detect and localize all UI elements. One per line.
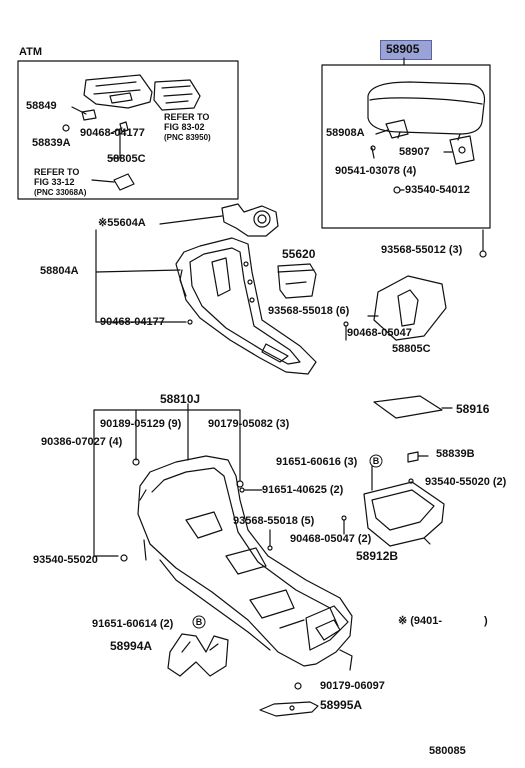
label-atm: ATM bbox=[19, 46, 43, 58]
upper-panel-58804a-drawing bbox=[175, 237, 317, 375]
storage-box-58912b-drawing bbox=[363, 481, 445, 547]
label-refer-fig-83-line3: (PNC 83950) bbox=[164, 133, 211, 142]
label-90179-06097: 90179-06097 bbox=[320, 680, 385, 692]
label-refer-fig-83-line1: REFER TO bbox=[164, 112, 210, 122]
clip-refer-33 bbox=[113, 173, 135, 191]
bracket-58994a-drawing bbox=[167, 633, 229, 677]
label-91651-40625: 91651-40625 (2) bbox=[262, 484, 344, 496]
label-58804a: 58804A bbox=[40, 265, 79, 277]
label-93568-55018-5: 93568-55018 (5) bbox=[233, 515, 315, 527]
plate-58995a bbox=[259, 701, 319, 717]
circle-b-marker-2 bbox=[192, 615, 206, 629]
label-58810j: 58810J bbox=[160, 392, 201, 406]
label-58849: 58849 bbox=[26, 100, 57, 112]
label-55620: 55620 bbox=[282, 247, 316, 261]
label-9401: ※ (9401- bbox=[398, 615, 443, 627]
label-90468-04177-b: 90468-04177 bbox=[100, 316, 165, 328]
lock-58907 bbox=[449, 135, 475, 165]
nut-93540-55020-a bbox=[408, 478, 414, 484]
part-90468-shape bbox=[119, 121, 129, 133]
part-58839a-shape bbox=[62, 124, 70, 132]
label-90468-05047-b: 90468-05047 (2) bbox=[290, 533, 372, 545]
shift-boot-drawing bbox=[373, 275, 447, 341]
switch-drawing bbox=[153, 79, 201, 111]
nut-90179-05082 bbox=[236, 480, 244, 488]
screw-90386 bbox=[132, 458, 140, 466]
label-58839a-a: 58839A bbox=[32, 137, 71, 149]
label-58994a: 58994A bbox=[110, 639, 153, 653]
label-58805c-b: 58805C bbox=[392, 343, 431, 355]
label-refer-fig-33-line1: REFER TO bbox=[34, 167, 80, 177]
screw-93568-55012 bbox=[479, 250, 487, 258]
label-9401-close: ) bbox=[484, 615, 488, 627]
circle-b-text-1: B bbox=[373, 456, 380, 466]
part-58849-shape bbox=[81, 109, 97, 121]
bracket-55604a-drawing bbox=[221, 203, 279, 237]
shift-plate-drawing bbox=[83, 74, 153, 109]
label-90179-05082: 90179-05082 (3) bbox=[208, 418, 290, 430]
label-93568-55012: 93568-55012 (3) bbox=[381, 244, 463, 256]
label-58839b: 58839B bbox=[436, 448, 475, 460]
label-55604a: ※55604A bbox=[98, 217, 146, 229]
label-refer-fig-33-line3: (PNC 33068A) bbox=[34, 188, 87, 197]
label-58916: 58916 bbox=[456, 402, 490, 416]
label-90468-05047-a: 90468-05047 bbox=[347, 327, 412, 339]
label-90189-05129: 90189-05129 (9) bbox=[100, 418, 182, 430]
hinge-58908a bbox=[385, 119, 409, 139]
label-91651-60614: 91651-60614 (2) bbox=[92, 618, 174, 630]
label-58905: 58905 bbox=[386, 42, 420, 56]
nut-93540-55020-b bbox=[120, 554, 128, 562]
label-58805c-a: 58805C bbox=[107, 153, 146, 165]
circle-b-text-2: B bbox=[196, 617, 203, 627]
ashtray-55620-drawing bbox=[277, 263, 317, 299]
part-highlight-box bbox=[380, 40, 432, 60]
label-93568-55018-6: 93568-55018 (6) bbox=[268, 305, 350, 317]
armrest-inset-frame bbox=[321, 64, 491, 229]
label-58912b: 58912B bbox=[356, 549, 399, 563]
label-93540-55020-b: 93540-55020 bbox=[33, 554, 98, 566]
label-90468-04177-a: 90468-04177 bbox=[80, 127, 145, 139]
circle-b-marker-1 bbox=[369, 454, 383, 468]
atm-inset-frame bbox=[17, 60, 239, 200]
label-90386-07027: 90386-07027 (4) bbox=[41, 436, 123, 448]
label-58907: 58907 bbox=[399, 146, 430, 158]
screw-93540-54012 bbox=[393, 186, 401, 194]
clip-58839b bbox=[407, 451, 419, 463]
label-refer-fig-33-line2: FIG 33-12 bbox=[34, 177, 75, 187]
label-91651-60616: 91651-60616 (3) bbox=[276, 456, 358, 468]
pad-58916 bbox=[373, 395, 443, 419]
label-58908a: 58908A bbox=[326, 127, 365, 139]
label-refer-fig-83-line2: FIG 83-02 bbox=[164, 122, 205, 132]
label-58995a: 58995A bbox=[320, 698, 363, 712]
label-93540-55020-a: 93540-55020 (2) bbox=[425, 476, 507, 488]
clip-90179-06097 bbox=[294, 682, 302, 690]
console-box-58810j-drawing bbox=[137, 455, 353, 671]
label-93540-54012: 93540-54012 bbox=[405, 184, 470, 196]
figure-number: 580085 bbox=[429, 745, 466, 757]
label-90541-03078: 90541-03078 (4) bbox=[335, 165, 417, 177]
